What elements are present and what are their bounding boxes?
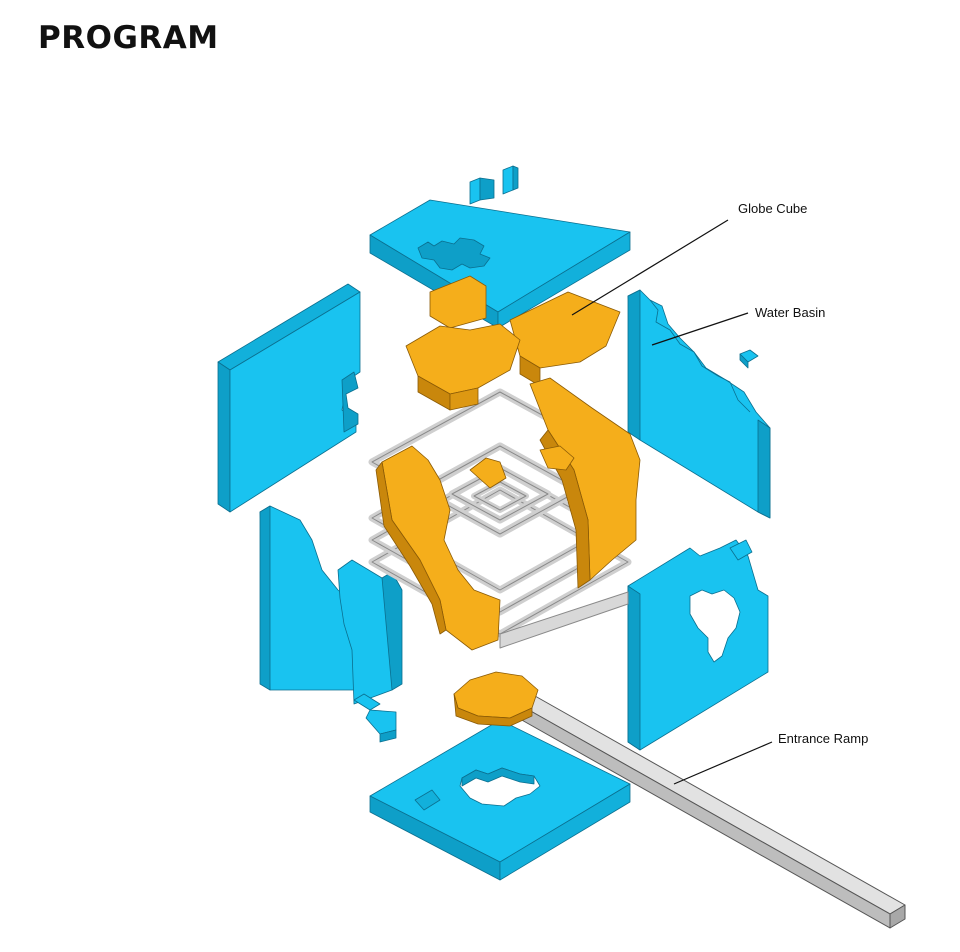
page-title: PROGRAM bbox=[38, 20, 219, 56]
callout-entrance-ramp: Entrance Ramp bbox=[673, 731, 868, 785]
right-lower-water-panel bbox=[627, 539, 769, 751]
right-upper-water-panel bbox=[627, 289, 771, 519]
callout-water-basin: Water Basin bbox=[651, 305, 825, 346]
left-lower-water-panel bbox=[259, 505, 403, 743]
left-upper-water-panel bbox=[217, 283, 361, 513]
entrance-ramp-label: Entrance Ramp bbox=[778, 731, 868, 746]
water-basin-label: Water Basin bbox=[755, 305, 825, 320]
water-basin-leader-line bbox=[651, 312, 749, 346]
callout-globe-cube: Globe Cube bbox=[571, 201, 807, 316]
globe-cube bbox=[375, 275, 641, 727]
entrance-ramp-leader-line bbox=[673, 741, 773, 785]
globe-cube-leader-line bbox=[571, 219, 729, 316]
bottom-water-panel bbox=[369, 719, 631, 881]
globe-cube-label: Globe Cube bbox=[738, 201, 807, 216]
